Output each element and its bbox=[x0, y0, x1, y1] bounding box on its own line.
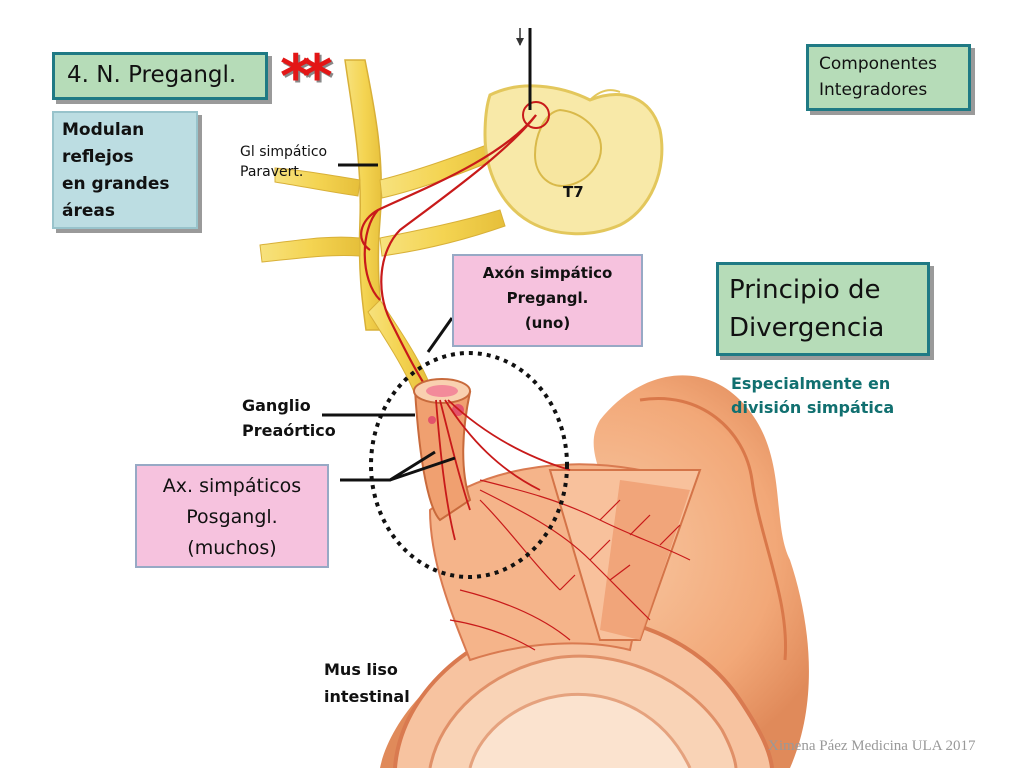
leader-lines bbox=[322, 163, 456, 482]
principio-line-1: Principio de bbox=[729, 275, 881, 305]
sympathetic-ganglion-label: Gl simpático Paravert. bbox=[240, 142, 327, 182]
posg-line-1: Ax. simpáticos bbox=[162, 475, 302, 497]
ganglio-label: Ganglio Preaórtico bbox=[242, 393, 336, 443]
preganglionic-title-box: 4. N. Pregangl. bbox=[52, 52, 268, 100]
axon-line-3: (uno) bbox=[524, 314, 571, 332]
musliso-line-2: intestinal bbox=[324, 687, 410, 706]
especialmente-label: Especialmente en división simpática bbox=[731, 372, 894, 420]
smooth-muscle-label: Mus liso intestinal bbox=[324, 656, 410, 710]
axon-line-1: Axón simpático bbox=[482, 264, 613, 282]
posg-line-3: (muchos) bbox=[187, 537, 277, 559]
preganglionic-axon-box: Axón simpático Pregangl. (uno) bbox=[452, 254, 643, 347]
postganglionic-axons-box: Ax. simpáticos Posgangl. (muchos) bbox=[135, 464, 329, 568]
modulan-line-2: reflejos bbox=[62, 147, 134, 167]
t7-label: T7 bbox=[563, 183, 584, 201]
modulan-box: Modulan reflejos en grandes áreas bbox=[52, 111, 198, 229]
componentes-box: Componentes Integradores bbox=[806, 44, 971, 111]
principio-box: Principio de Divergencia bbox=[716, 262, 930, 356]
axon-line-2: Pregangl. bbox=[506, 289, 589, 307]
emphasis-stars: ** bbox=[280, 42, 333, 112]
componentes-line-2: Integradores bbox=[819, 80, 928, 100]
componentes-line-1: Componentes bbox=[819, 54, 938, 74]
ganglio-line-1: Ganglio bbox=[242, 396, 311, 415]
modulan-line-1: Modulan bbox=[62, 120, 145, 140]
ganglio-line-2: Preaórtico bbox=[242, 421, 336, 440]
intestine bbox=[380, 375, 809, 768]
spinal-cord-t7 bbox=[483, 28, 664, 236]
gl-simp-line-1: Gl simpático bbox=[240, 144, 328, 160]
especialmente-line-1: Especialmente en bbox=[731, 374, 891, 393]
principio-line-2: Divergencia bbox=[729, 313, 885, 343]
gl-simp-line-2: Paravert. bbox=[240, 164, 304, 180]
divergence-circle bbox=[369, 351, 569, 579]
posg-line-2: Posgangl. bbox=[186, 506, 278, 528]
preaortic-ganglion bbox=[413, 378, 472, 522]
author-credit: Ximena Páez Medicina ULA 2017 bbox=[768, 738, 976, 754]
modulan-line-3: en grandes bbox=[62, 174, 170, 194]
title-label: 4. N. Pregangl. bbox=[67, 62, 237, 88]
preganglionic-fiber bbox=[360, 114, 537, 401]
especialmente-line-2: división simpática bbox=[731, 398, 895, 417]
postganglionic-branches bbox=[449, 479, 691, 651]
musliso-line-1: Mus liso bbox=[324, 660, 398, 679]
modulan-line-4: áreas bbox=[62, 201, 115, 221]
